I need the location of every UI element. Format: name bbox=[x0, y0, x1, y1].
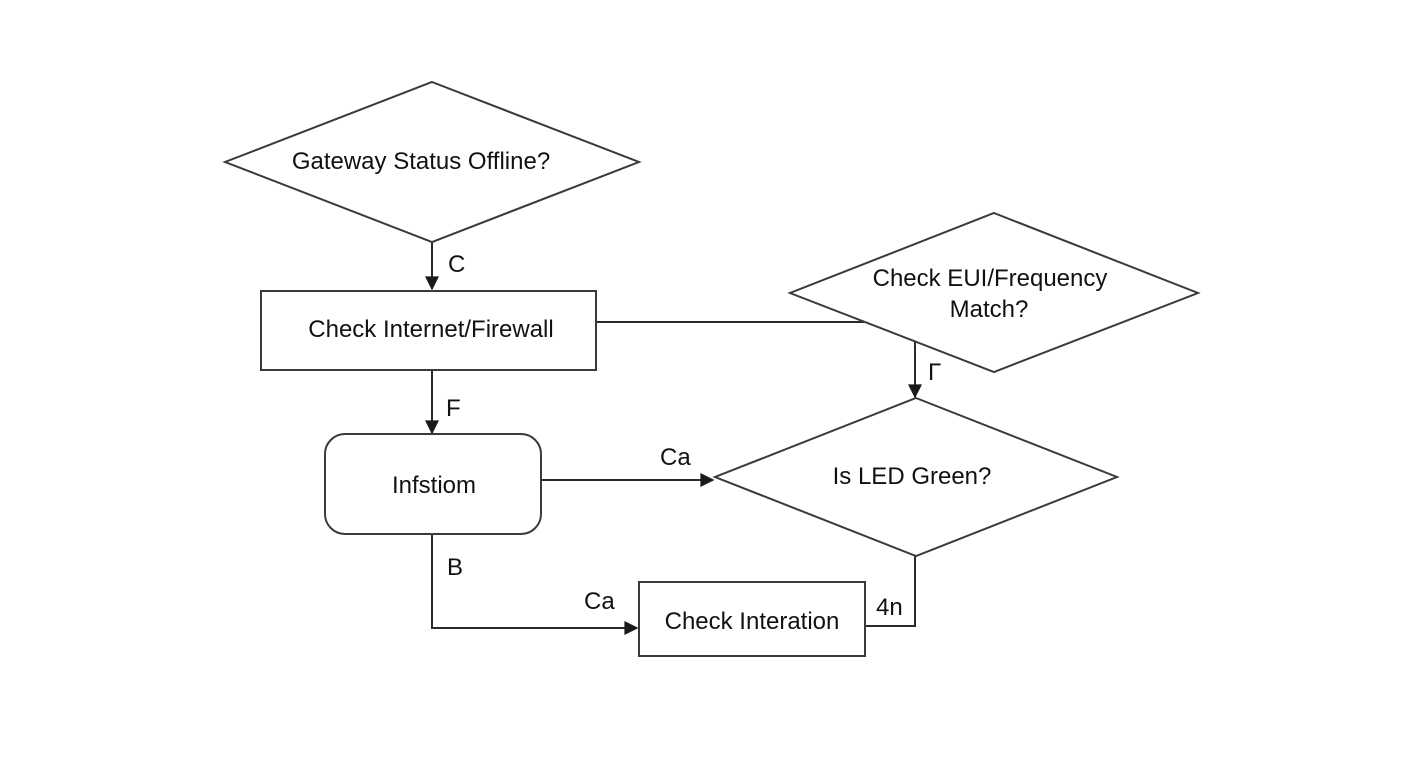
connector-infstiom-to-interation bbox=[431, 534, 639, 635]
edge-label-eui-to-led: Γ bbox=[928, 359, 941, 386]
connector-led-to-interation bbox=[866, 556, 916, 627]
edge-label-infstiom-down: B bbox=[447, 554, 463, 581]
process-check-interation bbox=[638, 581, 866, 657]
decision-is-led-green-label: Is LED Green? bbox=[833, 463, 992, 490]
edge-label-gateway-to-internet: C bbox=[448, 251, 465, 278]
process-check-internet bbox=[260, 290, 597, 371]
decision-gateway-status bbox=[222, 80, 642, 244]
edge-label-to-interation: Ca bbox=[584, 588, 615, 615]
decision-gateway-status-label: Gateway Status Offline? bbox=[292, 148, 550, 175]
edge-label-infstiom-to-led: Ca bbox=[660, 444, 691, 471]
decision-is-led-green bbox=[712, 396, 1120, 558]
edge-label-internet-to-infstiom: F bbox=[446, 395, 461, 422]
decision-check-eui-label-line1: Check EUI/Frequency bbox=[873, 265, 1108, 292]
decision-check-eui bbox=[787, 211, 1201, 374]
decision-check-eui-label-line2: Match? bbox=[950, 296, 1029, 323]
terminal-infstiom-label: Infstiom bbox=[392, 472, 476, 499]
process-check-interation-label: Check Interation bbox=[665, 608, 840, 635]
terminal-infstiom bbox=[324, 433, 542, 535]
process-check-internet-label: Check Internet/Firewall bbox=[308, 316, 553, 343]
edge-label-led-to-interation: 4n bbox=[876, 594, 903, 621]
